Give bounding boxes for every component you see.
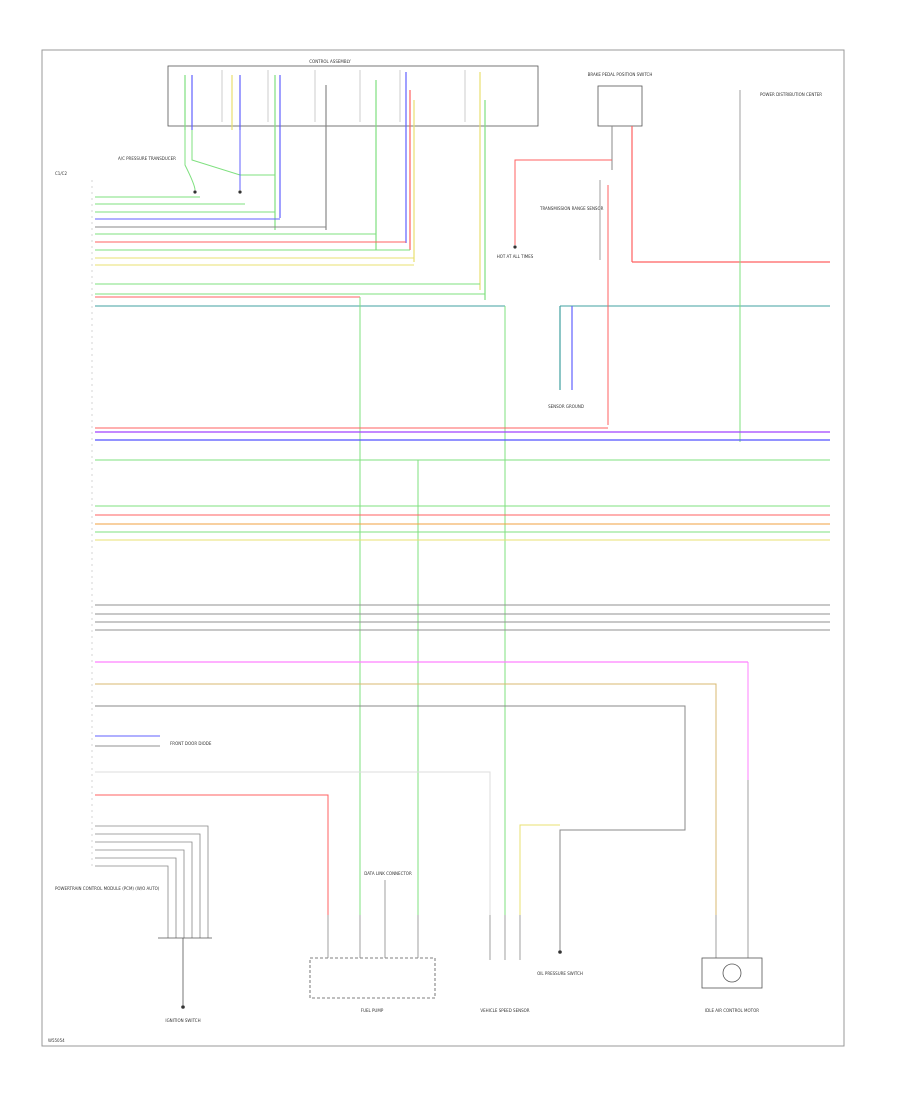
pcm-bottom-bundle: POWERTRAIN CONTROL MODULE (PCM) (W/O AUT… (55, 825, 212, 1023)
transmission-range-sensor: TRANSMISSION RANGE SENSOR (539, 180, 609, 425)
pcm-lower-bus: FRONT DOOR DIODE (95, 427, 830, 950)
sensor-ground-label: SENSOR GROUND (548, 404, 584, 409)
power-distribution: POWER DISTRIBUTION CENTER (739, 90, 822, 442)
speed-sensor-label: VEHICLE SPEED SENSOR (480, 1008, 529, 1013)
control-module: CONTROL ASSEMBLY (167, 59, 539, 127)
power-dist-label: POWER DISTRIBUTION CENTER (760, 92, 822, 97)
idle-air-control: IDLE AIR CONTROL MOTOR (701, 780, 763, 1013)
pcm-label: POWERTRAIN CONTROL MODULE (PCM) (W/O AUT… (55, 886, 160, 891)
sensor-ground: SENSOR GROUND (548, 306, 584, 409)
brake-switch-label: BRAKE PEDAL POSITION SWITCH (588, 72, 653, 77)
diagram-frame (41, 49, 845, 1047)
fuel-pump-relay: DATA LINK CONNECTOR FUEL PUMP (309, 871, 436, 1013)
oil-pressure-label: OIL PRESSURE SWITCH (537, 971, 583, 976)
pcm-connector-title: C1/C2 (55, 171, 67, 176)
brake-pedal-switch: BRAKE PEDAL POSITION SWITCH HOT AT ALL T… (497, 72, 830, 263)
pcm-upper-bundle (95, 196, 414, 266)
hot-at-all-times-label: HOT AT ALL TIMES (497, 254, 534, 259)
control-module-title: CONTROL ASSEMBLY (309, 59, 351, 64)
ac-pressure-transducer: A/C PRESSURE TRANSDUCER (118, 130, 275, 194)
front-door-diode-note: FRONT DOOR DIODE (170, 741, 212, 746)
data-link-label: DATA LINK CONNECTOR (364, 871, 412, 876)
idle-air-label: IDLE AIR CONTROL MOTOR (705, 1008, 759, 1013)
module-leads (184, 72, 486, 300)
ignition-switch-label: IGNITION SWITCH (165, 1018, 200, 1023)
trs-label: TRANSMISSION RANGE SENSOR (539, 206, 604, 211)
diagram-id: W55054 (48, 1038, 65, 1043)
oil-pressure-switch: OIL PRESSURE SWITCH (537, 950, 583, 976)
pcm-mid-bundle (95, 283, 830, 915)
fuel-pump-label: FUEL PUMP (361, 1008, 384, 1013)
ac-pressure-label: A/C PRESSURE TRANSDUCER (118, 156, 176, 161)
vehicle-speed-sensor: VEHICLE SPEED SENSOR (480, 915, 530, 1013)
